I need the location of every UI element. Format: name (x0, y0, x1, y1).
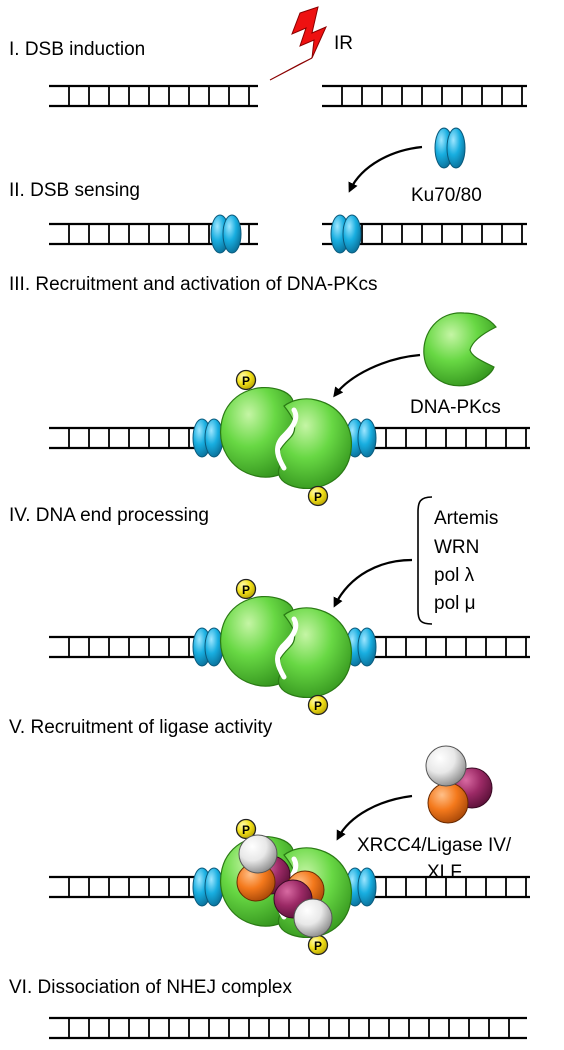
dna-right-end (366, 426, 530, 450)
ku-label: Ku70/80 (411, 185, 482, 206)
arrow-dnapkcs-to-dna (333, 353, 421, 398)
ku70-80-left-end-icon (210, 214, 242, 254)
ku70-80-right-end-icon (330, 214, 362, 254)
dna-ligation-complex-step-5: PP (49, 818, 530, 956)
phospho-label: P (314, 490, 322, 504)
dna-left-end (49, 635, 216, 659)
phospho-label: P (242, 823, 250, 837)
step-3-title: III. Recruitment and activation of DNA-P… (9, 274, 378, 295)
dna-repaired (49, 1016, 527, 1040)
phospho-bottom-icon: P (307, 694, 329, 716)
phospho-label: P (314, 699, 322, 713)
dna-broken-step-1 (49, 84, 527, 108)
ku70-80-free-heterodimer (434, 127, 466, 169)
phospho-bottom-icon: P (307, 485, 329, 507)
xrcc4-ligase-iv-xlf-bound-complex (236, 834, 333, 938)
dna-synaptic-complex-step-3: PP (49, 369, 530, 507)
step-1-title: I. DSB induction (9, 39, 145, 60)
phospho-top-icon: P (235, 369, 257, 391)
xrcc4-ligase-iv-xlf-free-complex (425, 745, 493, 824)
dna-pkcs-label: DNA-PKcs (410, 397, 501, 418)
wrn-label: WRN (434, 537, 479, 558)
step-4-title: IV. DNA end processing (9, 505, 209, 526)
dna-left-end (49, 84, 258, 108)
xrcc4-label-line-2: XLF (427, 862, 462, 883)
dna-pkcs-dimer-icon (221, 597, 352, 698)
phospho-bottom-icon: P (307, 934, 329, 956)
arrow-ku-to-dna (348, 145, 423, 193)
ku70-80-left-icon (192, 418, 224, 458)
dna-pkcs-free-protein (423, 312, 497, 387)
phospho-top-icon: P (235, 578, 257, 600)
phospho-label: P (242, 583, 250, 597)
ku70-80-left-icon (192, 867, 224, 907)
pol-mu-label: pol μ (434, 593, 476, 614)
phospho-label: P (314, 939, 322, 953)
dna-right-end (322, 84, 527, 108)
xrcc4-label-line-1: XRCC4/Ligase IV/ (357, 835, 512, 856)
dna-pkcs-dimer-icon (221, 388, 352, 489)
step-2-title: II. DSB sensing (9, 180, 140, 201)
dna-right-end (366, 635, 530, 659)
processing-factors-bracket (417, 496, 433, 625)
dna-right-end (366, 875, 530, 899)
dna-repaired-step-6 (49, 1016, 527, 1040)
arrow-processing-factors-to-dna (333, 558, 413, 608)
phospho-top-icon: P (235, 818, 257, 840)
arrow-ligase-to-dna (336, 794, 413, 841)
dna-with-ku-step-2 (49, 214, 527, 254)
dna-synaptic-complex-step-4: PP (49, 578, 530, 716)
phospho-label: P (242, 374, 250, 388)
lightning-bolt-icon (269, 6, 327, 81)
step-5-title: V. Recruitment of ligase activity (9, 717, 273, 738)
pol-lambda-label: pol λ (434, 565, 475, 586)
step-6-title: VI. Dissociation of NHEJ complex (9, 977, 292, 998)
dna-left-end (49, 426, 216, 450)
dna-left-end (49, 875, 216, 899)
ku70-80-left-icon (192, 627, 224, 667)
artemis-label: Artemis (434, 508, 498, 529)
ir-label: IR (334, 33, 353, 54)
